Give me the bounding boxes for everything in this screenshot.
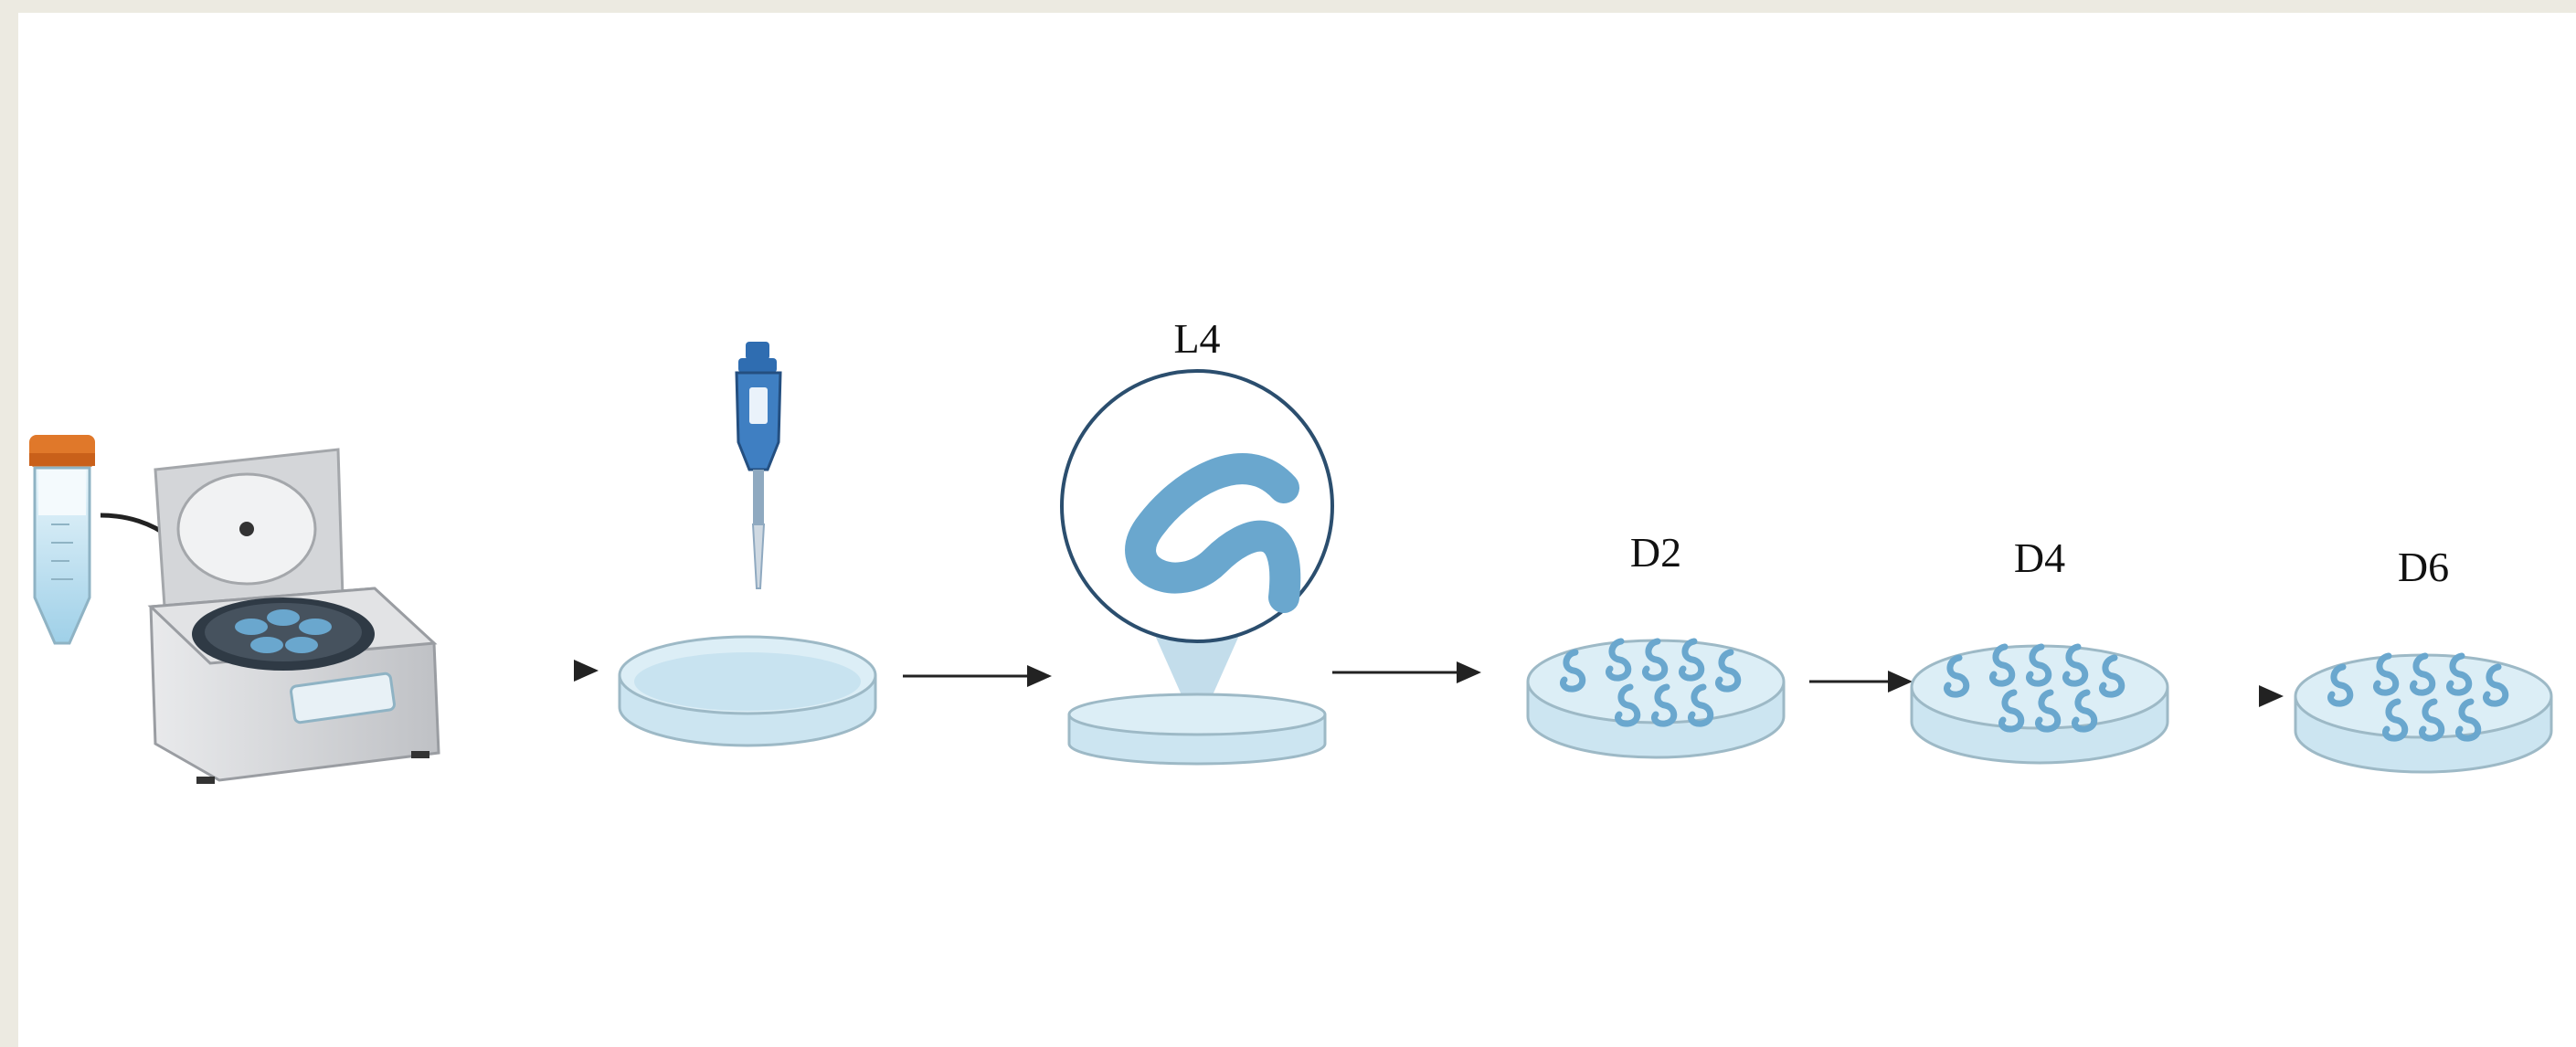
centrifuge-icon	[147, 448, 440, 784]
petri-dish-icon	[618, 635, 877, 747]
stage-label-d6: D6	[2398, 544, 2449, 590]
magnifier-circle-icon	[1060, 369, 1334, 730]
stage-label-d4: D4	[2014, 534, 2065, 581]
workflow-diagram: L4 D2 D4	[29, 315, 2553, 784]
stage-label-l4: L4	[1173, 315, 1220, 362]
pipette-icon	[735, 342, 782, 589]
petri-dish-icon	[1067, 693, 1327, 766]
worm-icon	[1125, 453, 1301, 613]
conical-tube-icon	[29, 435, 95, 645]
stage-label-d2: D2	[1630, 529, 1681, 576]
diagram-canvas: L4 D2 D4	[18, 13, 2576, 1047]
